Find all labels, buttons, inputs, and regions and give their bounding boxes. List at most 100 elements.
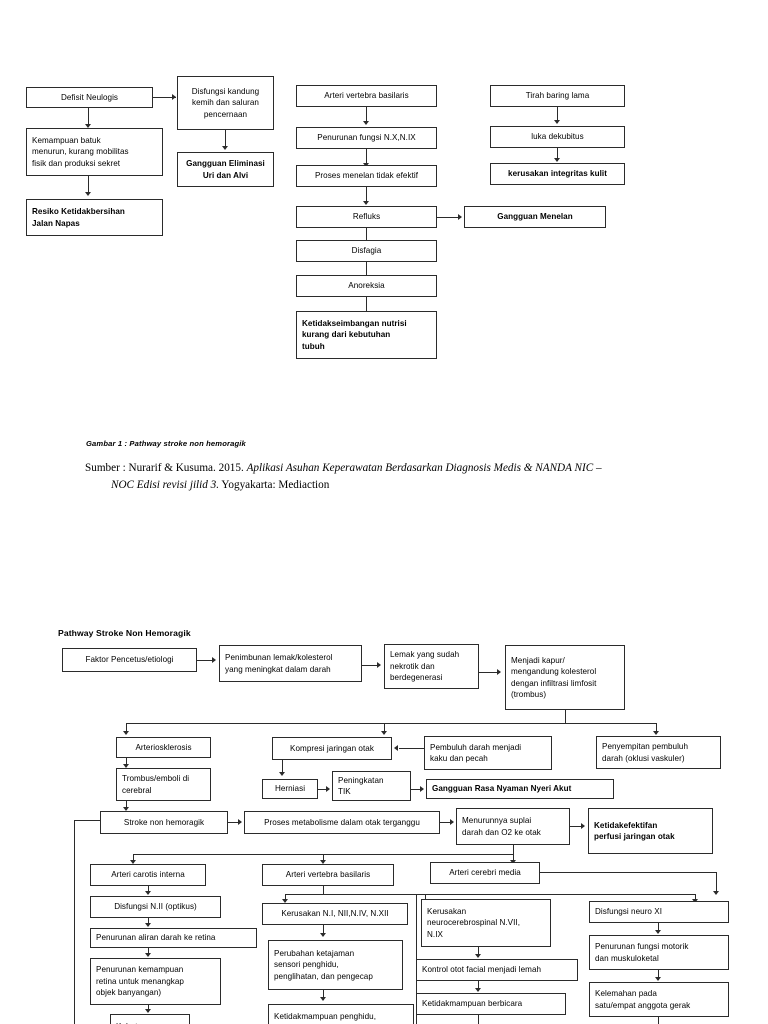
connector-line (362, 665, 380, 666)
node-trombus-emboli-cerebral[interactable]: Trombus/emboli di cerebral (116, 768, 211, 801)
node-defisit-neulogis[interactable]: Defisit Neulogis (26, 87, 153, 108)
node-ketidakefektifan-perfusi-jaringan-otak[interactable]: Ketidakefektifan perfusi jaringan otak (588, 808, 713, 854)
node-kemampuan-batuk[interactable]: Kemampuan batuk menurun, kurang mobilita… (26, 128, 163, 176)
connector-line (399, 748, 424, 749)
node-penimbunan-lemak-kolesterol[interactable]: Penimbunan lemak/kolesterol yang meningk… (219, 645, 362, 682)
connector-line (126, 801, 127, 810)
connector-line (133, 854, 134, 863)
arrow-down-icon (553, 158, 560, 162)
node-stroke-non-hemoragik[interactable]: Stroke non hemoragik (100, 811, 228, 834)
connector-distribution-bar (285, 894, 695, 895)
node-kebutaan[interactable]: Kebutaan (110, 1014, 190, 1024)
connector-line (716, 872, 717, 894)
node-herniasi[interactable]: Herniasi (262, 779, 318, 799)
connector-line (88, 176, 89, 194)
arrow-down-icon (122, 764, 129, 768)
arrow-down-icon (144, 1009, 151, 1013)
node-anoreksia[interactable]: Anoreksia (296, 275, 437, 297)
connector-line (478, 1015, 479, 1024)
node-penyempitan-pembuluh-darah[interactable]: Penyempitan pembuluh darah (oklusi vasku… (596, 736, 721, 769)
node-faktor-pencetus-etiologi[interactable]: Faktor Pencetus/etiologi (62, 648, 197, 672)
node-kelemahan-pada-anggota-gerak[interactable]: Kelemahan pada satu/empat anggota gerak (589, 982, 729, 1017)
arrow-down-icon (712, 891, 719, 895)
section-title-pathway-stroke: Pathway Stroke Non Hemoragik (58, 628, 191, 638)
node-menurunnya-suplai-darah-o2[interactable]: Menurunnya suplai darah dan O2 ke otak (456, 808, 570, 845)
connector-line (197, 660, 215, 661)
arrow-down-icon (553, 120, 560, 124)
connector-line (323, 925, 324, 936)
arrow-down-icon (652, 731, 659, 735)
node-arteriosklerosis[interactable]: Arteriosklerosis (116, 737, 211, 758)
node-disfungsi-kandung-kemih[interactable]: Disfungsi kandung kemih dan saluran penc… (177, 76, 274, 130)
arrow-down-icon (380, 731, 387, 735)
node-disfagia[interactable]: Disfagia (296, 240, 437, 262)
arrow-down-icon (654, 930, 661, 934)
node-kerusakan-neurocerebrospinal[interactable]: Kerusakan neurocerebrospinal N.VII, N.IX (421, 899, 551, 947)
arrow-down-icon (281, 899, 288, 903)
node-perubahan-ketajaman-sensori[interactable]: Perubahan ketajaman sensori penghidu, pe… (268, 940, 403, 990)
node-penurunan-fungsi-nx-nix[interactable]: Penurunan fungsi N.X,N.IX (296, 127, 437, 149)
connector-line (366, 187, 367, 204)
connector-line (658, 970, 659, 980)
connector-line (411, 789, 423, 790)
node-kerusakan-integritas-kulit[interactable]: kerusakan integritas kulit (490, 163, 625, 185)
connector-line (366, 107, 367, 124)
node-proses-metabolisme-otak-terganggu[interactable]: Proses metabolisme dalam otak terganggu (244, 811, 440, 834)
arrow-down-icon (362, 121, 369, 125)
node-proses-menelan-tidak-efektif[interactable]: Proses menelan tidak efektif (296, 165, 437, 187)
arrow-right-icon (420, 785, 424, 792)
node-kerusakan-n1-n12[interactable]: Kerusakan N.I, NII,N.IV, N.XII (262, 903, 408, 925)
node-gangguan-eliminasi[interactable]: Gangguan Eliminasi Uri dan Alvi (177, 152, 274, 187)
arrow-right-icon (326, 785, 330, 792)
connector-line (366, 149, 367, 166)
connector-distribution-bar (126, 723, 656, 724)
connector-line (658, 923, 659, 933)
node-penurunan-aliran-darah-retina[interactable]: Penurunan aliran darah ke retina (90, 928, 257, 948)
arrow-down-icon (122, 731, 129, 735)
arrow-down-icon (319, 933, 326, 937)
node-tirah-baring-lama[interactable]: Tirah baring lama (490, 85, 625, 107)
connector-line (695, 894, 696, 902)
node-penurunan-fungsi-motorik[interactable]: Penurunan fungsi motorik dan muskuloketa… (589, 935, 729, 970)
source-title-part1: Aplikasi Asuhan Keperawatan Berdasarkan … (246, 462, 602, 474)
node-arteri-carotis-interna[interactable]: Arteri carotis interna (90, 864, 206, 886)
node-penurunan-kemampuan-retina[interactable]: Penurunan kemampuan retina untuk menangk… (90, 958, 221, 1005)
connector-line (478, 981, 479, 991)
connector-line (148, 948, 149, 956)
node-ketidakmampuan-penghidu[interactable]: Ketidakmampuan penghidu, (268, 1004, 414, 1024)
node-luka-dekubitus[interactable]: luka dekubitus (490, 126, 625, 148)
node-gangguan-menelan[interactable]: Gangguan Menelan (464, 206, 606, 228)
node-refluks[interactable]: Refluks (296, 206, 437, 228)
node-arteri-vertebra-basilaris-bottom[interactable]: Arteri vertebra basilaris (262, 864, 394, 886)
node-arteri-cerebri-media[interactable]: Arteri cerebri media (430, 862, 540, 884)
connector-line (440, 822, 453, 823)
arrow-down-icon (319, 997, 326, 1001)
connector-line (478, 947, 479, 957)
source-suffix: Yogyakarta: Mediaction (219, 479, 330, 492)
connector-line (570, 826, 584, 827)
node-disfungsi-neuro-xi[interactable]: Disfungsi neuro XI (589, 901, 729, 923)
node-kompresi-jaringan-otak[interactable]: Kompresi jaringan otak (272, 737, 392, 760)
node-lemak-nekrotik-berdegenerasi[interactable]: Lemak yang sudah nekrotik dan berdegener… (384, 644, 479, 689)
connector-line (282, 760, 283, 774)
connector-line (153, 97, 176, 98)
connector-line (74, 820, 75, 1024)
source-prefix: Sumber : Nurarif & Kusuma. 2015. (85, 462, 247, 474)
connector-line (318, 789, 329, 790)
node-menjadi-kapur-trombus[interactable]: Menjadi kapur/ mengandung kolesterol den… (505, 645, 625, 710)
node-resiko-ketidakbersihan-jalan-napas[interactable]: Resiko Ketidakbersihan Jalan Napas (26, 199, 163, 236)
connector-line (565, 710, 566, 723)
node-gangguan-rasa-nyaman-nyeri-akut[interactable]: Gangguan Rasa Nyaman Nyeri Akut (426, 779, 614, 799)
node-ketidakseimbangan-nutrisi[interactable]: Ketidakseimbangan nutrisi kurang dari ke… (296, 311, 437, 359)
arrow-down-icon (129, 860, 136, 864)
node-arteri-vertebra-basilaris-top[interactable]: Arteri vertebra basilaris (296, 85, 437, 107)
node-pembuluh-darah-kaku-pecah[interactable]: Pembuluh darah menjadi kaku dan pecah (424, 736, 552, 770)
connector-line (74, 820, 100, 821)
connector-line (366, 262, 367, 279)
node-kontrol-otot-facial-lemah[interactable]: Kontrol otot facial menjadi lemah (416, 959, 578, 981)
node-ketidakmampuan-berbicara[interactable]: Ketidakmampuan berbicara (416, 993, 566, 1015)
node-disfungsi-n2-optikus[interactable]: Disfungsi N.II (optikus) (90, 896, 221, 918)
node-peningkatan-tik[interactable]: Peningkatan TIK (332, 771, 411, 801)
connector-line (285, 894, 286, 902)
